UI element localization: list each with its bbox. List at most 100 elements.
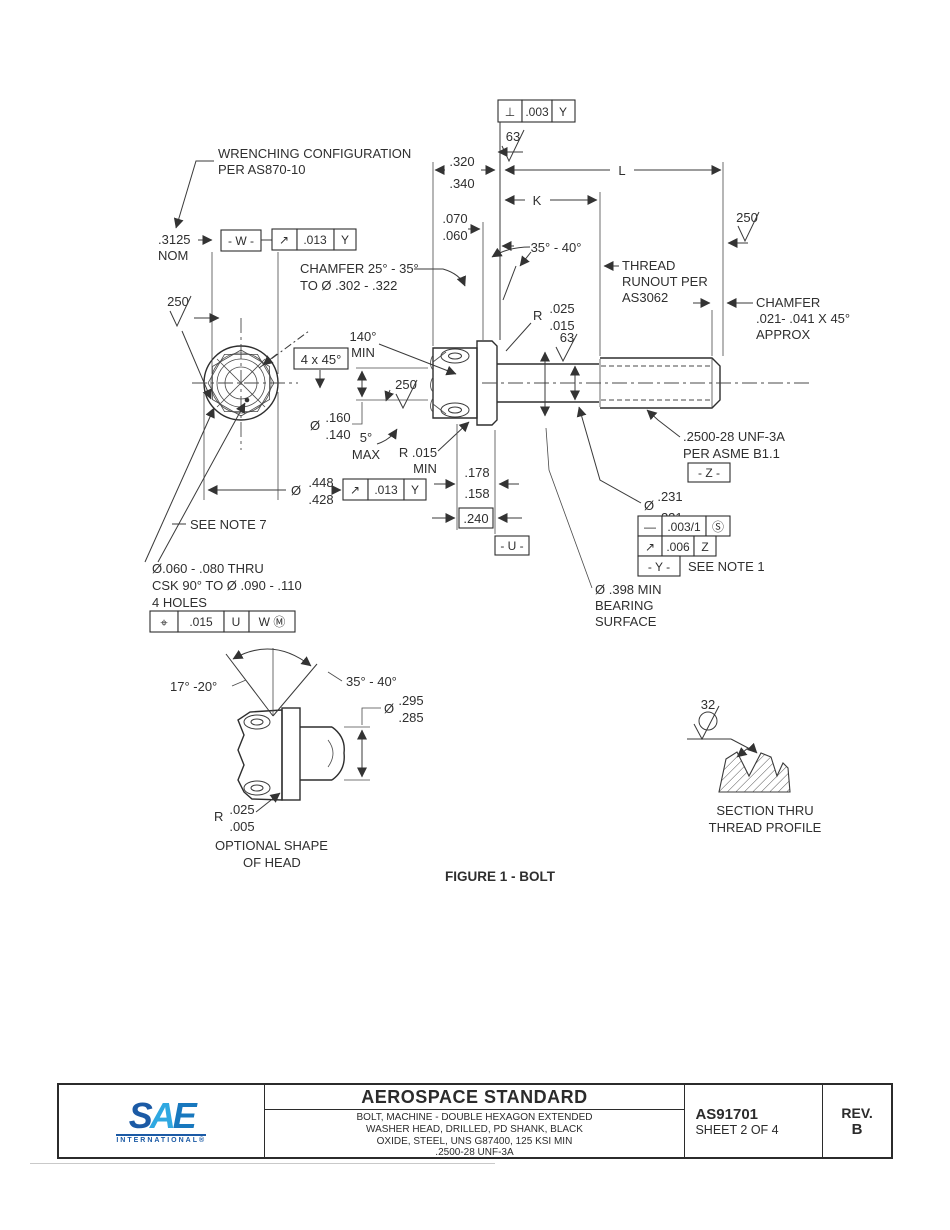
dim-L: L <box>504 162 724 356</box>
fcf-straight-mod: Ⓢ <box>712 520 724 534</box>
finish-32-value: 32 <box>701 697 715 712</box>
runout-line3: AS3062 <box>622 290 668 305</box>
dim-K-label: K <box>533 193 542 208</box>
finish-value: 250 <box>395 377 417 392</box>
title-block: SAE INTERNATIONAL® AEROSPACE STANDARD BO… <box>57 1083 893 1159</box>
optional-dia-icon: Ø <box>384 701 394 716</box>
datum-y-label: - Y - <box>648 560 670 574</box>
dim-lockwire-hole-dia: Ø .160 .140 <box>310 367 428 442</box>
head-angle-qual: MIN <box>351 345 375 360</box>
corner-chamfer-value: 4 x 45° <box>301 352 342 367</box>
finish-value: 250 <box>736 210 758 225</box>
chamfer-head-line1: CHAMFER 25° - 35° <box>300 261 419 276</box>
flange-thk-hi: .070 <box>442 211 467 226</box>
optional-angle-left: 17° -20° <box>170 679 217 694</box>
dim-head-height: .320 .340 <box>432 154 496 346</box>
holes-line2: CSK 90° TO Ø .090 - .110 <box>152 578 302 593</box>
datum-u: - U - <box>494 535 530 556</box>
standard-title: AEROSPACE STANDARD <box>264 1085 685 1110</box>
fillet2-value: R .015 <box>399 445 437 460</box>
chamfer-end-line1: CHAMFER <box>756 295 820 310</box>
flange-dia-hi: .448 <box>308 475 333 490</box>
lockwire-hole-dot <box>244 397 250 403</box>
lockwire-holes-note: Ø.060 - .080 THRU CSK 90° TO Ø .090 - .1… <box>149 561 302 633</box>
datum-u-label: - U - <box>500 539 523 553</box>
wrenching-note: WRENCHING CONFIGURATION PER AS870-10 <box>173 146 411 229</box>
section-caption-line2: THREAD PROFILE <box>709 820 822 835</box>
note7-label: SEE NOTE 7 <box>190 517 267 532</box>
document-number: AS91701 <box>695 1105 759 1123</box>
finish-value: 250 <box>167 294 189 309</box>
surface-finish-250-mid: 250 <box>384 377 418 410</box>
optional-r-hi: .025 <box>229 802 254 817</box>
sae-logo-a: A <box>149 1094 176 1136</box>
perpendicularity-icon: ⊥ <box>505 105 515 119</box>
fcf-runout2-tol: .006 <box>666 540 690 554</box>
fcf-perp-tolerance: .003 <box>525 105 549 119</box>
across-flats-value: .3125 <box>158 232 191 247</box>
chamfer-head-note: CHAMFER 25° - 35° TO Ø .302 - .322 <box>300 261 466 293</box>
surface-finish-icon <box>395 379 418 410</box>
finish-value: 63 <box>560 330 574 345</box>
figure-1-drawing: ⊥ .003 Y 63 WRENCHING CONFIGURATION PER … <box>144 99 850 884</box>
revision-label: REV. <box>841 1104 873 1121</box>
flange-dia-lo: .428 <box>308 492 333 507</box>
sae-logo-e: E <box>172 1094 197 1136</box>
description-line3: OXIDE, STEEL, UNS G87400, 125 KSI MIN <box>376 1135 573 1147</box>
finish-value: 63 <box>506 129 520 144</box>
figure-caption: FIGURE 1 - BOLT <box>445 869 556 884</box>
title-block-document: AS91701 SHEET 2 OF 4 <box>685 1085 822 1157</box>
surface-finish-icon <box>169 295 192 328</box>
title-block-revision: REV. B <box>822 1085 891 1157</box>
bearing-line1: Ø .398 MIN <box>595 582 661 597</box>
dim-fillet-radius: R .025 .015 <box>505 301 575 352</box>
wrench-ht-hi: .178 <box>464 465 489 480</box>
thread-spec: .2500-28 UNF-3A PER ASME B1.1 - Z - <box>646 409 785 483</box>
head-end-view <box>192 318 298 450</box>
pd-hi: .231 <box>657 489 682 504</box>
head-angle-value: 140° <box>350 329 377 344</box>
surface-finish-250-left: 250 <box>167 294 220 400</box>
flange-angle-value: 35° - 40° <box>531 240 582 255</box>
runout-line2: RUNOUT PER <box>622 274 708 289</box>
runout-line1: THREAD <box>622 258 675 273</box>
chamfer-end-line3: APPROX <box>756 327 811 342</box>
dim-taper-angle: 5° MAX <box>352 428 398 462</box>
across-flats-qual: NOM <box>158 248 188 263</box>
holes-line3: 4 HOLES <box>152 595 207 610</box>
fcf-head-tol: .013 <box>303 233 327 247</box>
surface-finish-circle-icon <box>698 711 718 731</box>
hole-dia-hi: .160 <box>325 410 350 425</box>
bolt-side-view <box>430 340 812 426</box>
fcf-flange-datum: Y <box>411 483 419 497</box>
chamfer-end-note: CHAMFER .021- .041 X 45° APPROX <box>693 295 850 356</box>
thread-spec-line2: PER ASME B1.1 <box>683 446 780 461</box>
title-block-main: AEROSPACE STANDARD BOLT, MACHINE - DOUBL… <box>263 1085 686 1158</box>
dim-flange-dia: Ø .448 .428 ↗ .013 Y <box>203 392 427 507</box>
sae-logo-s: S <box>128 1094 153 1136</box>
optional-angle-right: 35° - 40° <box>346 674 397 689</box>
optional-caption-line2: OF HEAD <box>243 855 301 870</box>
thread-profile-section: 32 SECTION THRU THREAD PROFILE <box>687 697 822 835</box>
thread-spec-line1: .2500-28 UNF-3A <box>683 429 785 444</box>
runout-icon: ↗ <box>350 483 360 497</box>
dim-across-flats: .3125 NOM - W - ↗ .013 Y <box>158 228 357 374</box>
optional-dia-hi: .295 <box>398 693 423 708</box>
optional-caption-line1: OPTIONAL SHAPE <box>215 838 328 853</box>
fillet-r: R <box>533 308 542 323</box>
sae-logo-subtext: INTERNATIONAL® <box>116 1133 207 1144</box>
surface-finish-icon <box>737 211 760 243</box>
dim-L-label: L <box>618 163 625 178</box>
fcf-holes-datum2: W Ⓜ <box>259 615 286 629</box>
runout-icon: ↗ <box>279 233 289 247</box>
dim-flange-thickness: .070 .060 <box>442 211 514 340</box>
dim-corner-chamfer: 4 x 45° <box>258 330 349 389</box>
optional-dia-lo: .285 <box>398 710 423 725</box>
surface-finish-250-right: 250 <box>727 210 760 248</box>
basic-240-value: .240 <box>463 511 488 526</box>
fcf-stack: — .003/1 Ⓢ ↗ .006 Z - Y - SEE NOTE 1 <box>637 515 765 577</box>
description-line1: BOLT, MACHINE - DOUBLE HEXAGON EXTENDED <box>356 1112 593 1123</box>
fillet-lo: .015 <box>549 318 574 333</box>
dim-head-cone-angle: 140° MIN <box>350 329 457 376</box>
